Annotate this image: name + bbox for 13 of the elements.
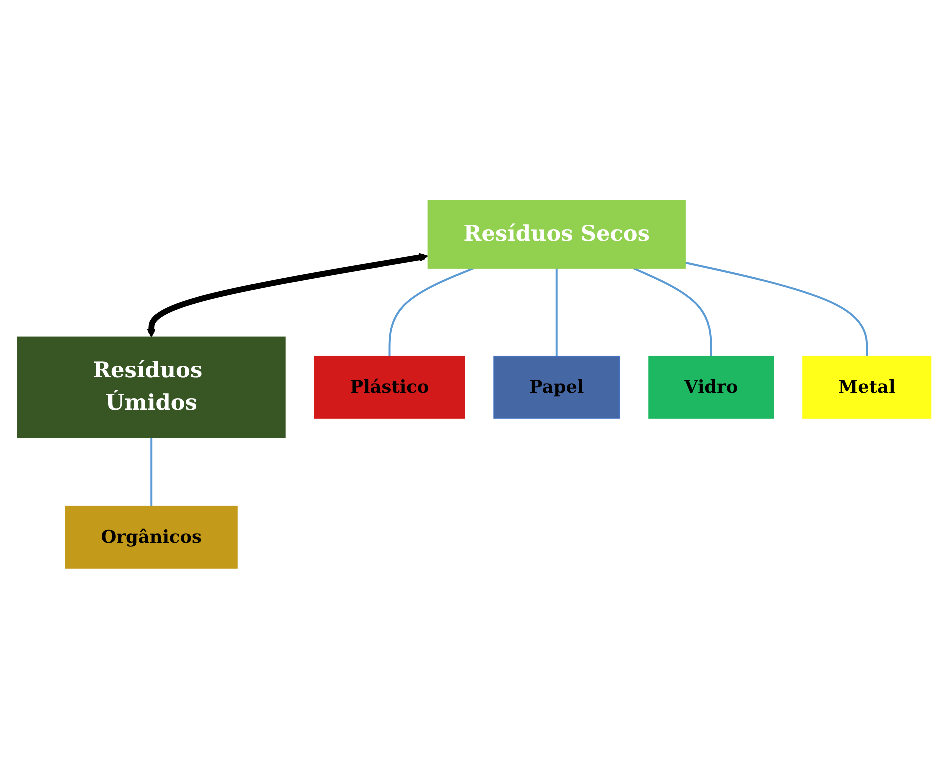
connector [556,268,558,356]
node-box: Plástico [314,356,466,419]
node-box: Papel [494,356,620,419]
connector [388,268,474,356]
node-box: Resíduos Úmidos [17,336,286,438]
node-box: Metal [802,356,932,419]
connector [633,268,712,356]
connector [150,438,153,506]
node-box: Vidro [648,356,774,419]
connector [685,262,868,356]
node-box: Orgânicos [65,506,238,569]
arrow [147,253,428,338]
node-box: Resíduos Secos [428,200,686,269]
